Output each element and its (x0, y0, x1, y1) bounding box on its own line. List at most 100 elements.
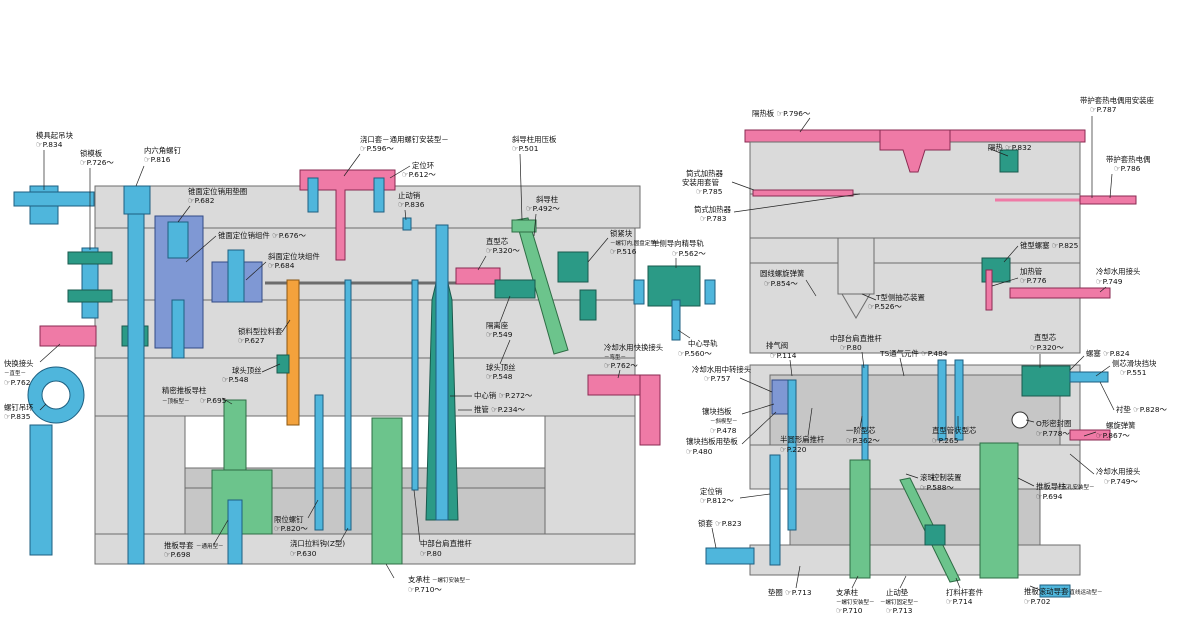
svg-text:控制装置: 控制装置 (932, 473, 962, 482)
long-screw-shank (127, 213, 145, 565)
svg-text:☞P.778～: ☞P.778～ (1036, 429, 1070, 438)
page-reference-icon: ☞ (526, 204, 533, 213)
svg-text:☞P.265: ☞P.265 (932, 436, 959, 445)
page-reference-icon: ☞ (686, 447, 693, 456)
page-reference-icon: ☞ (420, 549, 427, 558)
svg-text:☞P.762～: ☞P.762～ (604, 361, 638, 370)
ball-plunger (276, 354, 290, 374)
svg-text:－通用型－: －通用型－ (196, 542, 224, 550)
svg-text:☞P.749～: ☞P.749～ (1104, 477, 1138, 486)
svg-text:☞P.516: ☞P.516 (610, 247, 637, 256)
page-reference-icon: ☞ (840, 343, 847, 352)
callout-r23: 一阶型芯 ☞P.362～ (846, 415, 880, 445)
sprue-locating-ring (879, 129, 951, 173)
svg-text:☞P.816: ☞P.816 (144, 155, 171, 164)
page-reference-icon: ☞ (222, 375, 229, 384)
svg-text:－斜楔型－: －斜楔型－ (710, 417, 738, 425)
svg-text:☞P.812～: ☞P.812～ (700, 496, 734, 505)
svg-text:带护套热电偶用安装座: 带护套热电偶用安装座 (1080, 96, 1155, 105)
svg-text:打料杆套件: 打料杆套件 (946, 588, 984, 597)
callout-l27: 中部台肩直推杆 ☞P.80 (413, 489, 472, 558)
svg-text:隔热板 ☞P.796～: 隔热板 ☞P.796～ (752, 109, 811, 118)
guide-rail-detail (633, 265, 716, 341)
guide-rail-block (647, 265, 701, 307)
page-reference-icon: ☞ (1090, 105, 1097, 114)
page-reference-icon: ☞ (1030, 343, 1037, 352)
svg-text:☞P.714: ☞P.714 (946, 597, 973, 606)
svg-text:中心导轨: 中心导轨 (688, 339, 718, 348)
page-reference-icon: ☞ (1050, 241, 1059, 250)
svg-text:锥面定位销用垫圈: 锥面定位销用垫圈 (188, 187, 247, 196)
callout-r13: 中部台肩直推杆 ☞P.80 (830, 334, 882, 369)
svg-text:镶块挡板: 镶块挡板 (702, 407, 732, 416)
page-reference-icon: ☞ (678, 349, 685, 358)
dowel-pin (769, 454, 781, 566)
page-reference-icon: ☞ (780, 445, 787, 454)
callout-r10: 冷却水用接头 ☞P.749 (1096, 267, 1140, 293)
spacer-block-right (544, 415, 636, 535)
page-reference-icon: ☞ (932, 436, 939, 445)
page-reference-icon: ☞ (188, 196, 195, 205)
callout-l26: 浇口拉料钩(Z型) ☞P.630 (290, 527, 349, 558)
callout-r32: 垫圈 ☞P.713 (768, 565, 812, 597)
callout-r5: 带护套热电偶 ☞P.786 (1106, 155, 1150, 199)
callout-l2: 锁模板 ☞P.726～ (80, 149, 114, 250)
support-plate (94, 357, 636, 417)
svg-text:加热管: 加热管 (1020, 267, 1042, 276)
svg-text:中部台肩直推杆: 中部台肩直推杆 (420, 539, 472, 548)
callout-r27: 冷却水用接头 ☞P.749～ (1069, 453, 1140, 486)
page-reference-icon: ☞ (1096, 277, 1103, 286)
center-pin (435, 224, 449, 521)
callout-labels: 模具起吊块 ☞P.834 锁模板 ☞P.726～ 内六角螺钉 ☞P.816 锥面… (4, 96, 1168, 615)
svg-text:螺旋弹簧: 螺旋弹簧 (1106, 421, 1136, 430)
bottom-clamp-plate (94, 533, 636, 565)
svg-text:圆线螺旋弹簧: 圆线螺旋弹簧 (760, 269, 805, 278)
svg-text:☞P.726～: ☞P.726～ (80, 158, 114, 167)
svg-text:一阶型芯: 一阶型芯 (846, 426, 876, 435)
svg-text:☞P.480: ☞P.480 (686, 447, 713, 456)
svg-text:限位螺钉: 限位螺钉 (274, 515, 304, 524)
page-reference-icon: ☞ (710, 426, 717, 435)
page-reference-icon: ☞ (696, 187, 703, 196)
svg-text:锁模板: 锁模板 (80, 149, 103, 158)
svg-text:推板滚动导套: 推板滚动导套 (1024, 587, 1069, 596)
svg-text:☞P.684: ☞P.684 (268, 261, 295, 270)
locking-block (557, 251, 589, 283)
callout-l23: 冷却水用快换接头 －弯型－ ☞P.762～ (604, 343, 663, 379)
svg-text:球头顶丝: 球头顶丝 (486, 363, 516, 372)
callout-l24: 推板导套 －通用型－ ☞P.698 (164, 519, 229, 559)
page-reference-icon: ☞ (604, 361, 611, 370)
callout-l4: 锥面定位销用垫圈 ☞P.682 (177, 187, 247, 223)
svg-text:☞P.478: ☞P.478 (710, 426, 737, 435)
svg-text:筒式加热器: 筒式加热器 (686, 169, 724, 178)
svg-text:单侧导向精导轨: 单侧导向精导轨 (652, 239, 704, 248)
guide-pin-screw (227, 499, 243, 565)
page-reference-icon: ☞ (764, 279, 771, 288)
callout-l8: 定位环 ☞P.612～ (389, 161, 436, 179)
callout-l29: 单侧导向精导轨 ☞P.562～ (652, 239, 706, 268)
water-connector-long (1009, 287, 1111, 299)
svg-text:快换接头: 快换接头 (4, 359, 34, 368)
page-reference-icon: ☞ (1003, 143, 1012, 152)
svg-text:☞P.320～: ☞P.320～ (1030, 343, 1064, 352)
callout-r2: 带护套热电偶用安装座 ☞P.787 (1080, 96, 1155, 198)
ejector-guide-pin (223, 399, 247, 471)
svg-text:带护套热电偶: 带护套热电偶 (1106, 155, 1150, 164)
ball-control (924, 524, 946, 546)
svg-text:☞P.682: ☞P.682 (188, 196, 214, 205)
fixed-plate (749, 262, 1081, 354)
page-reference-icon: ☞ (1101, 349, 1110, 358)
svg-text:斜导柱用压板: 斜导柱用压板 (512, 135, 557, 144)
page-reference-icon: ☞ (672, 249, 679, 258)
page-reference-icon: ☞ (1104, 477, 1111, 486)
callout-l16: 锁料型拉料套 ☞P.627 (238, 319, 291, 345)
svg-text:定位销: 定位销 (700, 487, 723, 496)
angular-pin-clamp (511, 219, 537, 233)
long-screw-head (123, 185, 151, 215)
svg-text:－沉孔安装型－: －沉孔安装型－ (1056, 483, 1095, 491)
stop-pin (402, 217, 412, 231)
svg-text:☞P.548: ☞P.548 (486, 372, 513, 381)
lock-sleeve (705, 547, 755, 565)
svg-text:☞P.526～: ☞P.526～ (868, 302, 902, 311)
